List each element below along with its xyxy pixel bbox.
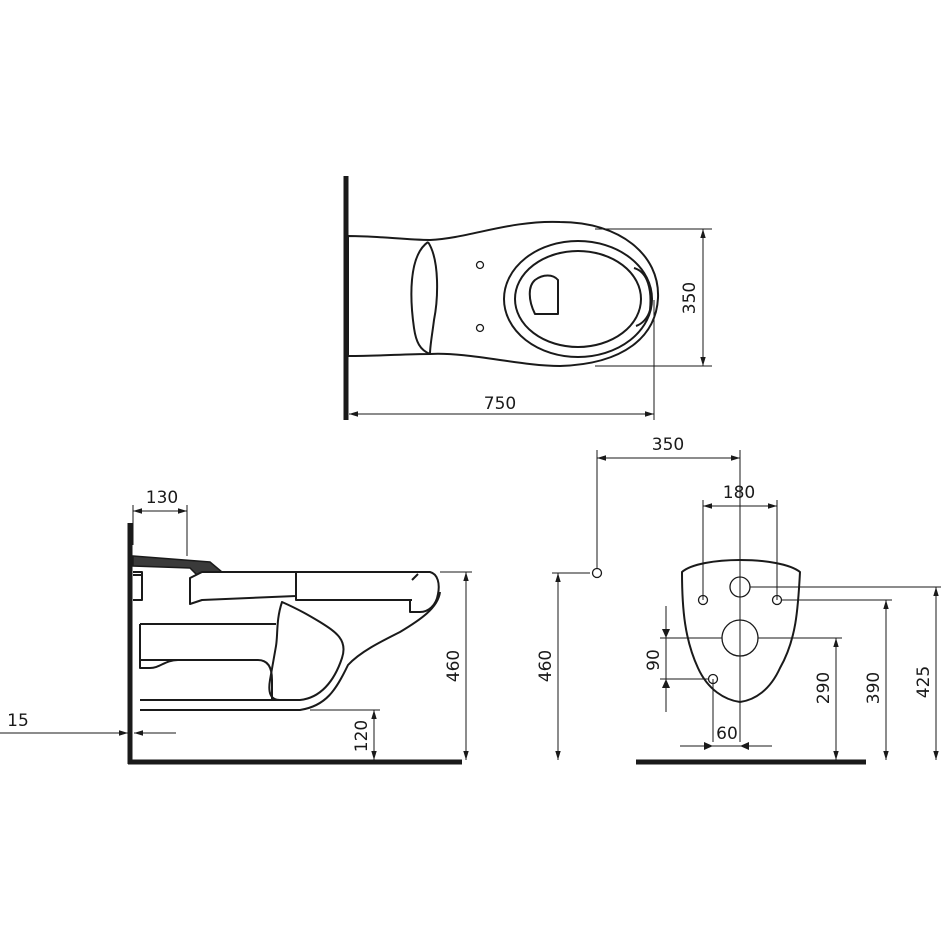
rear-view-inlet-offset-label: 60 <box>716 724 738 744</box>
top-view-seat-ring <box>503 240 653 358</box>
rear-view-axis-label: 350 <box>652 435 684 455</box>
top-view: 350 750 <box>343 176 712 420</box>
rear-view-inlet-height-label: 390 <box>864 672 884 704</box>
rear-view: 350 180 460 90 60 290 390 425 <box>536 435 941 765</box>
top-view-outlet <box>528 274 559 315</box>
side-view-clearance-label: 120 <box>352 720 372 752</box>
side-view-wall-bracket <box>133 571 143 601</box>
side-view-bowl-outline <box>140 591 441 711</box>
top-view-width-label: 350 <box>680 282 700 314</box>
side-view-height-label: 460 <box>444 650 464 682</box>
rear-view-axis-marker <box>591 567 603 579</box>
side-view-thickness-label: 15 <box>7 711 29 731</box>
rear-view-height-label: 460 <box>536 650 556 682</box>
side-view-rim-inner <box>302 573 419 601</box>
top-view-length-label: 750 <box>484 394 516 414</box>
side-view-offset-label: 130 <box>146 488 178 508</box>
top-view-seat-tab <box>410 241 439 355</box>
top-view-bowl-outline <box>347 220 660 367</box>
side-view-outlet-end <box>139 624 179 669</box>
side-view-tank-connector <box>189 571 297 605</box>
rear-view-bolt-height-label: 425 <box>914 666 934 698</box>
side-view-bowl-rim <box>295 571 440 613</box>
top-view-hinge <box>633 267 652 327</box>
top-view-bowl-opening <box>514 250 642 348</box>
rear-view-drain-height-label: 290 <box>814 672 834 704</box>
side-view-outlet-pipe <box>140 623 276 700</box>
rear-view-bolt-spacing-label: 180 <box>723 483 755 503</box>
rear-view-drain-offset-label: 90 <box>644 649 664 671</box>
side-view: 130 460 120 15 <box>0 488 472 765</box>
top-view-fixing-hole-bottom <box>475 323 485 333</box>
top-view-fixing-hole-top <box>475 260 485 270</box>
side-view-trap <box>268 601 345 701</box>
